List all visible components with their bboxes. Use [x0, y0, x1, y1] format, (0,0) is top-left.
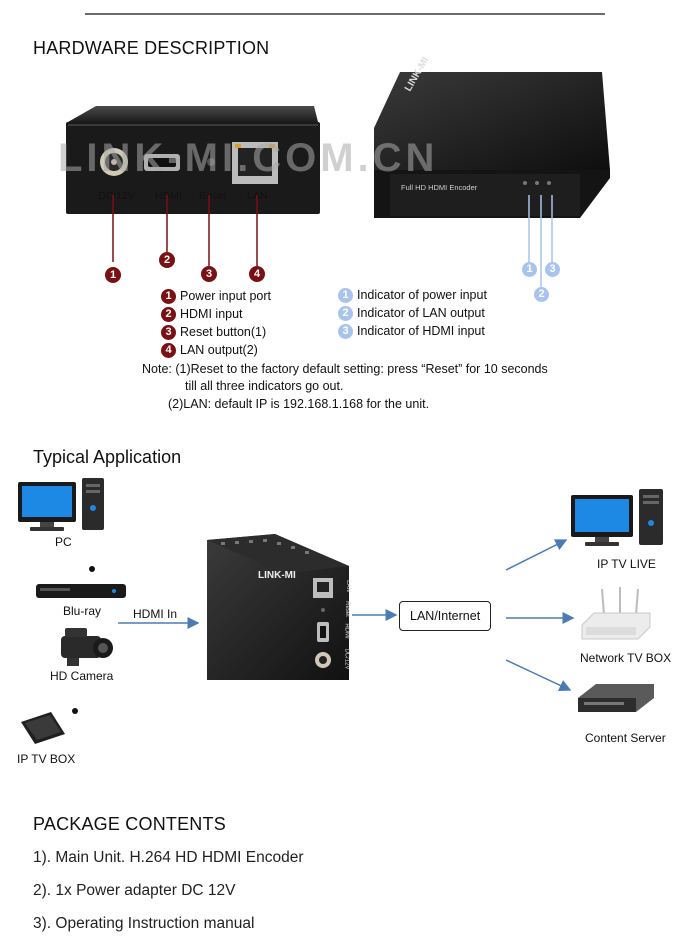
- destination-network-tv-box: Network TV BOX: [580, 651, 672, 665]
- bluray-icon: [36, 584, 126, 598]
- watermark: LINK-MI.COM.CN: [58, 136, 439, 180]
- separator-dot: [89, 566, 95, 572]
- rear-label-reset: Reset: [199, 190, 227, 202]
- package-item: 1). Main Unit. H.264 HD HDMI Encoder: [33, 849, 304, 866]
- legend-item: 2 HDMI input: [161, 305, 271, 323]
- encoder-port-label-dc: DC/12V: [343, 648, 350, 670]
- legend-number: 4: [161, 342, 176, 358]
- package-item: 3). Operating Instruction manual: [33, 915, 255, 932]
- legend-text: Reset button(1): [180, 325, 267, 339]
- source-camera: HD Camera: [50, 669, 114, 683]
- legend-text: LAN output(2): [180, 343, 258, 357]
- iptv-box-icon: [21, 712, 65, 744]
- callout-port-1: 1: [105, 267, 121, 283]
- content-server-icon: [578, 684, 654, 712]
- legend-item: 3 Reset button(1): [161, 323, 271, 341]
- hardware-title: HARDWARE DESCRIPTION: [33, 38, 270, 58]
- note-line-1: Note: (1)Reset to the factory default se…: [142, 362, 548, 376]
- application-title: Typical Application: [33, 447, 182, 467]
- source-bluray: Blu-ray: [63, 604, 102, 618]
- callout-port-3: 3: [201, 266, 217, 282]
- rear-panel-illustration: [66, 106, 320, 214]
- legend-number: 3: [338, 323, 353, 339]
- callout-indicator-2: 2: [534, 287, 549, 302]
- front-panel-illustration: [374, 72, 610, 218]
- legend-text: HDMI input: [180, 307, 243, 321]
- legend-item: 2 Indicator of LAN output: [338, 304, 487, 322]
- iptv-live-monitor-icon: [571, 489, 663, 546]
- legend-item: 4 LAN output(2): [161, 341, 271, 359]
- camera-icon: [61, 628, 113, 666]
- legend-text: Indicator of LAN output: [357, 306, 485, 320]
- legend-number: 2: [161, 306, 176, 322]
- network-box: LAN/Internet: [399, 601, 492, 631]
- callout-indicator-1: 1: [522, 262, 537, 277]
- callout-port-2: 2: [159, 252, 175, 268]
- callout-lines: [112, 195, 553, 288]
- package-item: 2). 1x Power adapter DC 12V: [33, 882, 236, 899]
- legend-number: 1: [338, 287, 353, 303]
- hdmi-in-label: HDMI In: [133, 607, 178, 621]
- rear-label-dc: DC/12V: [98, 190, 135, 202]
- legend-item: 1 Power input port: [161, 287, 271, 305]
- legend-number: 3: [161, 324, 176, 340]
- note-line-2: till all three indicators go out.: [185, 379, 344, 393]
- encoder-port-label-hdmi: HDMI: [343, 623, 350, 639]
- encoder-device-illustration: [207, 534, 349, 680]
- ports-legend: 1 Power input port 2 HDMI input 3 Reset …: [161, 287, 271, 359]
- legend-item: 3 Indicator of HDMI input: [338, 322, 487, 340]
- destination-iptv-live: IP TV LIVE: [597, 557, 656, 571]
- rear-label-hdmi: HDMI: [155, 190, 182, 202]
- reset-button-icon: [207, 158, 215, 166]
- separator-dot: [72, 708, 78, 714]
- encoder-brand-logo: LINK-MI: [258, 570, 296, 581]
- network-tv-box-icon: [581, 587, 651, 640]
- indicators-legend: 1 Indicator of power input 2 Indicator o…: [338, 286, 487, 340]
- pc-icon: [18, 478, 104, 531]
- top-divider: [85, 13, 605, 15]
- legend-text: Power input port: [180, 289, 272, 303]
- legend-text: Indicator of HDMI input: [357, 324, 485, 338]
- front-device-label: Full HD HDMI Encoder: [401, 183, 478, 192]
- legend-text: Indicator of power input: [357, 288, 487, 302]
- callout-indicator-3: 3: [545, 262, 560, 277]
- encoder-port-label-lan: LAN: [344, 580, 351, 592]
- source-iptv-box: IP TV BOX: [17, 752, 76, 766]
- legend-number: 1: [161, 288, 176, 304]
- encoder-port-label-reset: Reset: [343, 601, 350, 617]
- legend-number: 2: [338, 305, 353, 321]
- source-pc: PC: [55, 535, 72, 549]
- legend-item: 1 Indicator of power input: [338, 286, 487, 304]
- note-line-3: (2)LAN: default IP is 192.168.1.168 for …: [168, 397, 430, 411]
- destination-content-server: Content Server: [585, 731, 666, 745]
- package-title: PACKAGE CONTENTS: [33, 814, 226, 834]
- callout-port-4: 4: [249, 266, 265, 282]
